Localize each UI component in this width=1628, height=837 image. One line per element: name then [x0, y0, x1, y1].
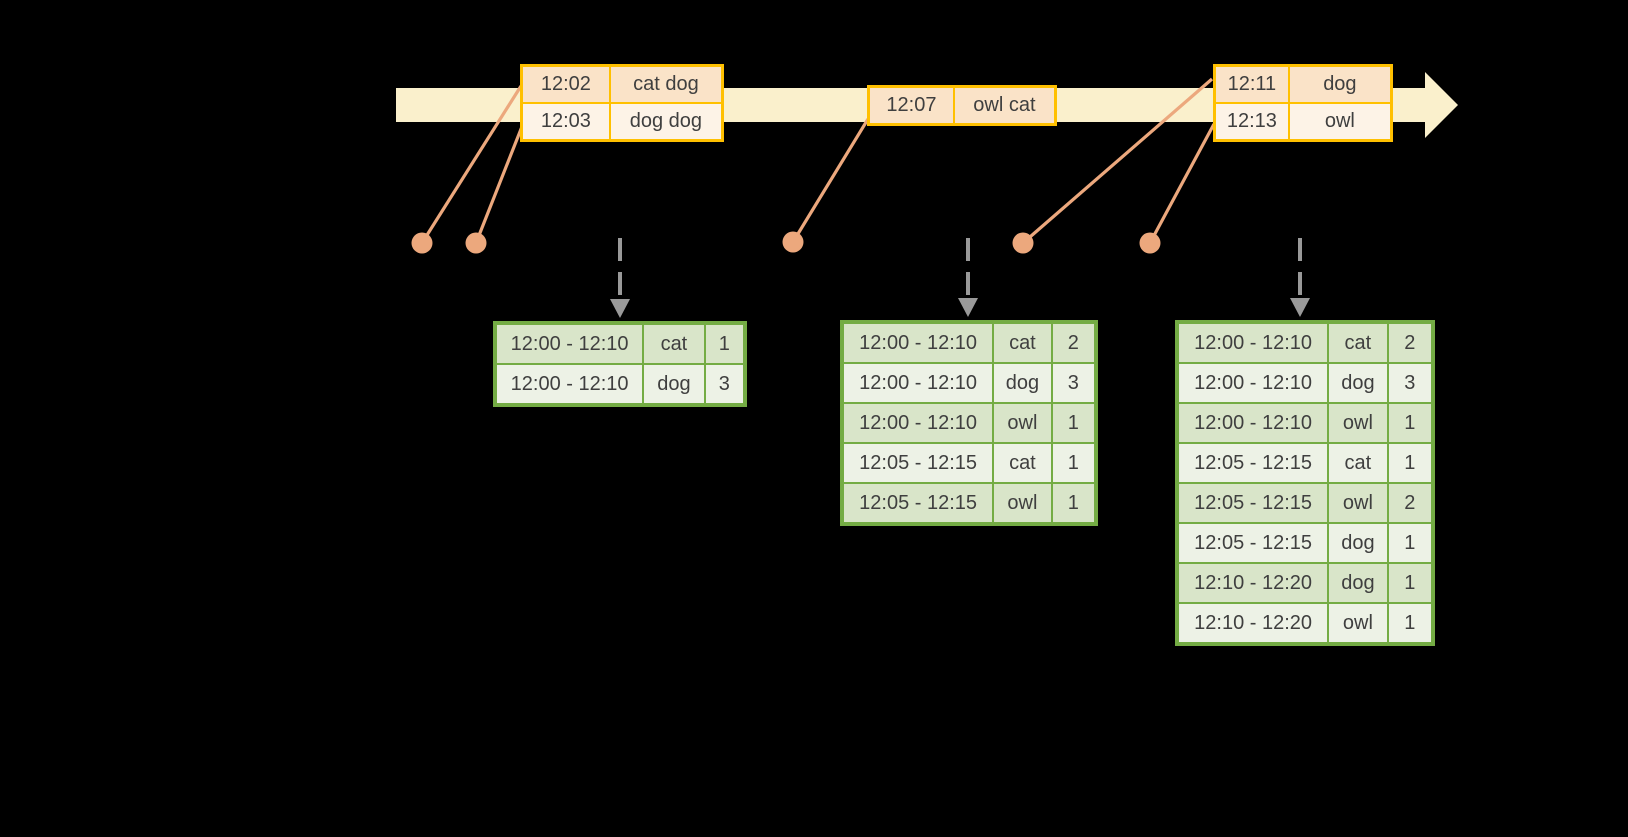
- trigger-arrowhead-icon: [610, 299, 630, 318]
- table-cell: 1: [703, 322, 747, 365]
- table-cell: dog: [1327, 362, 1389, 404]
- table-cell: 2: [1386, 482, 1435, 524]
- table-cell: dog: [642, 363, 706, 406]
- table-cell: 12:02: [520, 64, 611, 104]
- table-cell: 12:05 - 12:15: [840, 482, 995, 525]
- event-connector-line: [1148, 123, 1216, 244]
- table-cell: owl: [992, 402, 1053, 444]
- table-cell: cat: [1327, 442, 1389, 484]
- table-cell: cat: [992, 321, 1053, 364]
- event-connector-line: [420, 85, 523, 244]
- table-cell: 12:05 - 12:15: [840, 442, 995, 484]
- table-cell: 12:05 - 12:15: [1175, 442, 1330, 484]
- event-dot-icon: [782, 231, 804, 253]
- table-cell: dog: [1327, 522, 1389, 564]
- table-cell: 1: [1050, 402, 1098, 444]
- trigger-arrowhead-icon: [958, 298, 978, 317]
- timeline-arrow-icon: [1425, 72, 1458, 138]
- trigger-arrowhead-icon: [1290, 298, 1310, 317]
- table-cell: 1: [1386, 402, 1435, 444]
- event-dot-icon: [465, 232, 487, 254]
- table-cell: 1: [1386, 522, 1435, 564]
- event-dot-icon: [411, 232, 433, 254]
- table-cell: cat: [642, 322, 706, 365]
- table-cell: 12:00 - 12:10: [493, 363, 645, 406]
- table-cell: cat dog: [608, 64, 724, 104]
- table-cell: 12:05 - 12:15: [1175, 522, 1330, 564]
- table-cell: owl: [1327, 602, 1389, 645]
- table-cell: cat: [1327, 321, 1389, 364]
- event-dot-icon: [1139, 232, 1161, 254]
- table-cell: 12:13: [1213, 102, 1290, 142]
- table-cell: 2: [1050, 321, 1098, 364]
- table-cell: dog dog: [608, 102, 724, 142]
- table-cell: 3: [1050, 362, 1098, 404]
- event-dot-icon: [1012, 232, 1034, 254]
- table-cell: 12:05 - 12:15: [1175, 482, 1330, 524]
- table-cell: 12:11: [1213, 64, 1290, 104]
- table-cell: 12:00 - 12:10: [840, 362, 995, 404]
- table-cell: 12:10 - 12:20: [1175, 602, 1330, 645]
- table-cell: dog: [1287, 64, 1393, 104]
- table-cell: 12:00 - 12:10: [1175, 402, 1330, 444]
- event-connector-line: [474, 123, 525, 244]
- table-cell: 3: [703, 363, 747, 406]
- table-cell: 1: [1386, 602, 1435, 645]
- table-cell: 12:03: [520, 102, 611, 142]
- table-cell: 1: [1050, 482, 1098, 525]
- table-cell: cat: [992, 442, 1053, 484]
- table-cell: 3: [1386, 362, 1435, 404]
- table-cell: 12:00 - 12:10: [493, 322, 645, 365]
- table-cell: 12:07: [867, 85, 955, 126]
- table-cell: 12:10 - 12:20: [1175, 562, 1330, 604]
- table-cell: 1: [1386, 442, 1435, 484]
- table-cell: 1: [1050, 442, 1098, 484]
- table-cell: 2: [1386, 321, 1435, 364]
- table-cell: owl: [992, 482, 1053, 525]
- event-connector-line: [791, 118, 870, 243]
- table-cell: dog: [992, 362, 1053, 404]
- event-connector-line: [1021, 77, 1214, 245]
- table-cell: owl: [1287, 102, 1393, 142]
- table-cell: owl: [1327, 402, 1389, 444]
- table-cell: owl cat: [952, 85, 1057, 126]
- table-cell: 12:00 - 12:10: [1175, 362, 1330, 404]
- table-cell: 12:00 - 12:10: [1175, 321, 1330, 364]
- table-cell: 12:00 - 12:10: [840, 321, 995, 364]
- table-cell: 12:00 - 12:10: [840, 402, 995, 444]
- table-cell: 1: [1386, 562, 1435, 604]
- table-cell: dog: [1327, 562, 1389, 604]
- table-cell: owl: [1327, 482, 1389, 524]
